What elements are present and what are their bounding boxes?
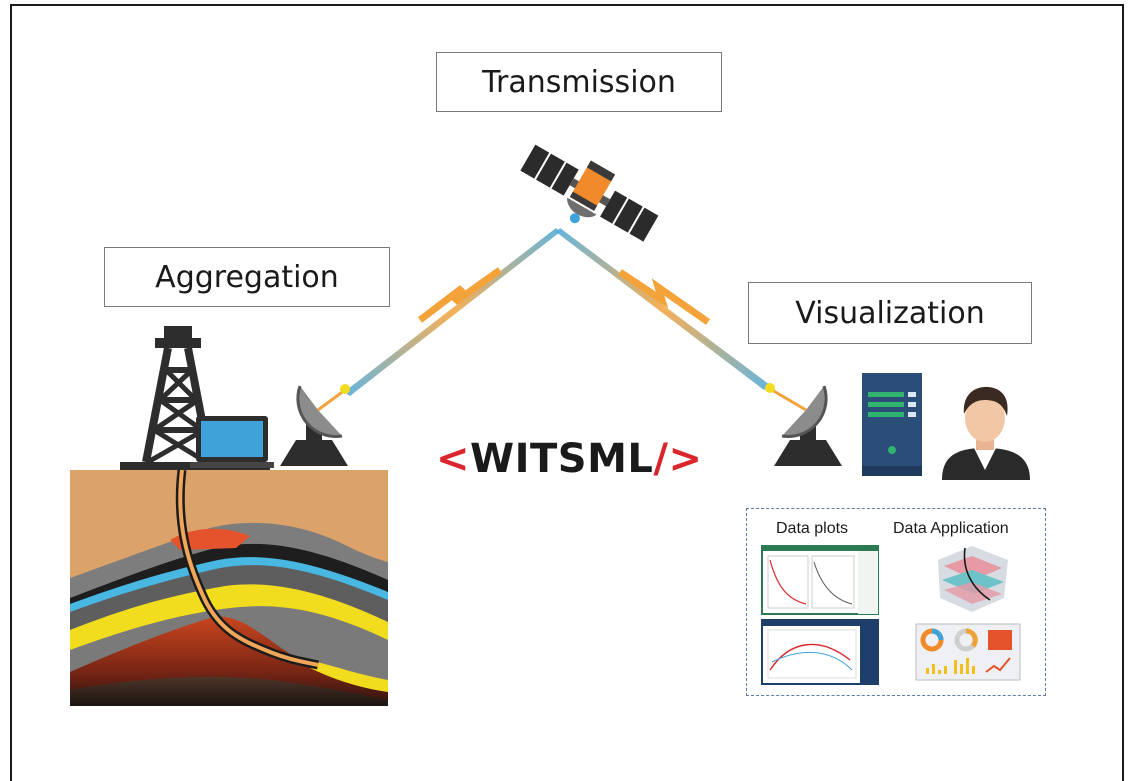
witsml-text: WITSML [470,436,654,482]
data-plots-title: Data plots [776,520,849,537]
plot-thumbnail-icon [761,545,879,615]
witsml-tag: <WITSML/> [436,436,703,482]
satellite-dish-icon [280,384,350,466]
satellite-dish-icon [765,383,842,466]
3d-model-icon [938,546,1008,612]
witsml-close-bracket: /> [653,436,703,482]
transmission-label: Transmission [436,52,722,112]
laptop-icon [190,416,274,468]
satellite-icon [520,144,659,242]
visualization-label: Visualization [748,282,1032,344]
server-icon [862,373,922,476]
plot-thumbnail-icon [761,619,879,685]
aggregation-label: Aggregation [104,247,390,307]
user-avatar-icon [942,386,1030,480]
data-application-title: Data Application [893,520,1009,537]
visualization-panel [746,508,1046,696]
signal-beam-right [556,228,770,390]
figure-frame [10,4,1124,781]
dashboard-icon [915,623,1021,681]
witsml-open-bracket: < [436,436,471,482]
ground-cross-section [70,469,388,706]
signal-beam-left [344,228,560,396]
